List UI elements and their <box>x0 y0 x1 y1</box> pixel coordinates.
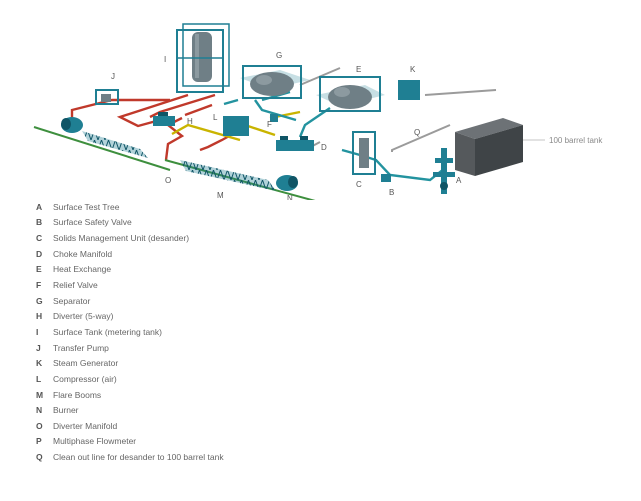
legend-item: I Surface Tank (metering tank) <box>36 324 366 340</box>
steam-generator <box>398 80 420 100</box>
flare-boom-lower <box>164 159 316 200</box>
callout-n: N <box>287 194 293 200</box>
legend-letter: M <box>36 389 44 400</box>
legend-item: O Diverter Manifold <box>36 418 366 434</box>
callout-o: O <box>165 176 171 185</box>
transfer-pump <box>95 89 119 105</box>
legend-letter: J <box>36 342 41 353</box>
legend-letter: E <box>36 264 42 275</box>
legend-description: Clean out line for desander to 100 barre… <box>53 452 224 463</box>
callout-j: J <box>111 72 115 81</box>
legend-item: Q Clean out line for desander to 100 barr… <box>36 449 366 465</box>
legend-letter: I <box>36 326 39 337</box>
callout-d: D <box>321 143 327 152</box>
legend-description: Transfer Pump <box>53 342 109 353</box>
legend-letter: O <box>36 420 43 431</box>
callout-e: E <box>356 65 361 74</box>
legend-letter: D <box>36 248 43 259</box>
surface-tank <box>176 23 230 93</box>
legend-item: C Solids Management Unit (desander) <box>36 230 366 246</box>
compressor <box>223 116 249 136</box>
callout-i: I <box>164 55 166 64</box>
callout-g: G <box>276 51 282 60</box>
legend-item: B Surface Safety Valve <box>36 215 366 231</box>
legend-item: G Separator <box>36 293 366 309</box>
legend-item: E Heat Exchange <box>36 262 366 278</box>
callout-m: M <box>217 191 224 200</box>
legend-letter: L <box>36 373 42 384</box>
legend-description: Surface Test Tree <box>53 201 120 212</box>
legend-letter: G <box>36 295 43 306</box>
callout-b: B <box>389 188 394 197</box>
legend-item: D Choke Manifold <box>36 246 366 262</box>
100-barrel-tank <box>455 118 523 176</box>
callout-q: Q <box>414 128 420 137</box>
legend-description: Flare Booms <box>53 389 102 400</box>
teal-pipelines <box>223 90 446 182</box>
surface-safety-valve <box>381 174 391 182</box>
legend-item: F Relief Valve <box>36 277 366 293</box>
relief-valve <box>270 114 278 122</box>
legend-description: Surface Safety Valve <box>53 217 132 228</box>
legend-description: Heat Exchange <box>53 264 112 275</box>
legend-item: M Flare Booms <box>36 387 366 403</box>
diverter-5-way <box>153 112 175 126</box>
legend-description: Multiphase Flowmeter <box>53 436 137 447</box>
legend-item: P Multiphase Flowmeter <box>36 434 366 450</box>
legend-item: H Diverter (5-way) <box>36 308 366 324</box>
legend-description: Separator <box>53 295 91 306</box>
legend-letter: A <box>36 201 43 212</box>
legend-description: Diverter (5-way) <box>53 311 114 322</box>
legend-letter: H <box>36 311 43 322</box>
surface-test-tree <box>433 148 455 194</box>
separator <box>240 65 310 99</box>
callout-h: H <box>187 117 193 126</box>
legend-description: Surface Tank (metering tank) <box>53 326 162 337</box>
choke-manifold <box>276 136 314 151</box>
legend-item: A Surface Test Tree <box>36 199 366 215</box>
legend-letter: Q <box>36 452 43 463</box>
legend-letter: N <box>36 405 43 416</box>
legend-description: Diverter Manifold <box>53 420 118 431</box>
well-test-layout-diagram: 100 barrel tank A B C D E F G H I J K L … <box>33 23 603 200</box>
callout-l: L <box>213 113 218 122</box>
heat-exchange <box>316 76 385 112</box>
legend: A Surface Test Tree B Surface Safety Valve… <box>36 199 366 465</box>
callout-c: C <box>356 180 362 189</box>
legend-item: N Burner <box>36 402 366 418</box>
legend-description: Compressor (air) <box>53 373 117 384</box>
legend-letter: C <box>36 233 43 244</box>
callout-f: F <box>267 120 272 129</box>
legend-letter: P <box>36 436 42 447</box>
callout-k: K <box>410 65 416 74</box>
legend-description: Steam Generator <box>53 358 119 369</box>
legend-description: Choke Manifold <box>53 248 113 259</box>
legend-description: Relief Valve <box>53 280 98 291</box>
legend-item: L Compressor (air) <box>36 371 366 387</box>
legend-letter: B <box>36 217 43 228</box>
legend-description: Burner <box>53 405 79 416</box>
callout-a: A <box>456 176 462 185</box>
flare-boom-upper <box>33 117 171 171</box>
legend-description: Solids Management Unit (desander) <box>53 233 190 244</box>
solids-management-unit <box>352 131 376 175</box>
legend-item: J Transfer Pump <box>36 340 366 356</box>
legend-item: K Steam Generator <box>36 355 366 371</box>
tank-label: 100 barrel tank <box>549 136 603 145</box>
legend-letter: K <box>36 358 43 369</box>
legend-letter: F <box>36 280 42 291</box>
